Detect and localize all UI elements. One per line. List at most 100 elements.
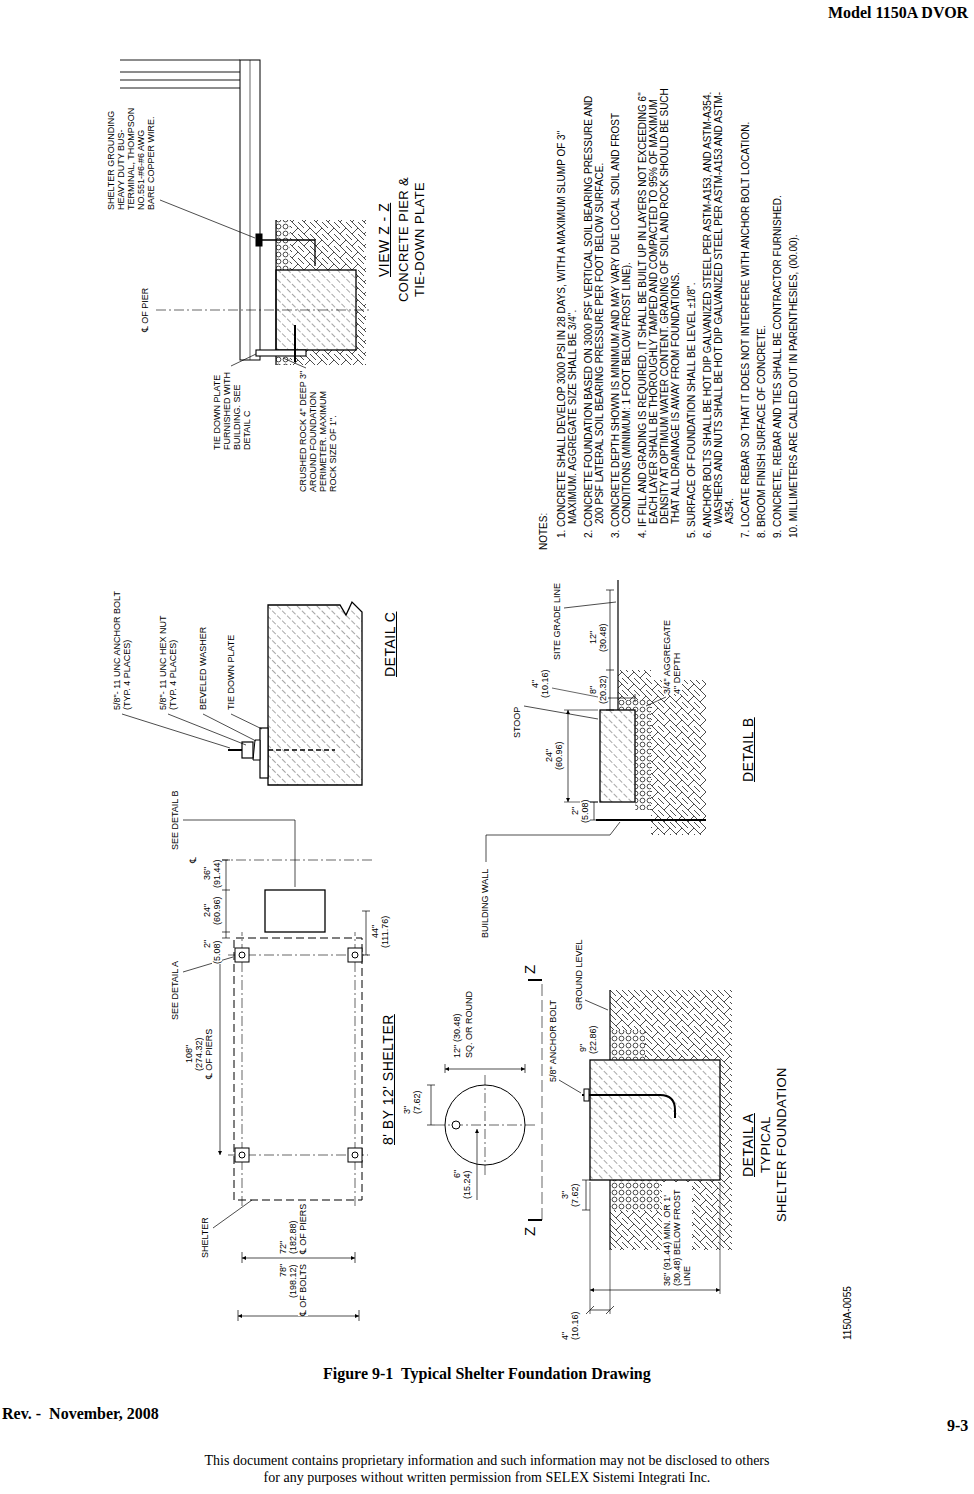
view-z-z-part	[256, 234, 262, 246]
detail-a-pier-part	[477, 1129, 478, 1200]
callout-label: 5/8" ANCHOR BOLT	[548, 1000, 558, 1082]
shelter-plan-part	[352, 952, 358, 958]
detail-b-stoop-part	[617, 580, 618, 710]
callout-label: 5/8"- 11 UNC HEX NUT (TYP. 4 PLACES)	[158, 592, 178, 710]
dimension-label: (5.08)	[580, 799, 590, 823]
note-text: 6. ANCHOR BOLTS SHALL BE HOT DIP GALVANI…	[702, 84, 735, 538]
callout-label: TIE DOWN PLATE FURNISHED WITH BUILDING. …	[212, 368, 252, 450]
view-title: 8' BY 12' SHELTER	[380, 1014, 396, 1145]
callout-label: GROUND LEVEL	[574, 939, 584, 1010]
view-z-z-part	[262, 240, 315, 266]
detail-b-stoop-part	[610, 590, 611, 710]
dimension-label: 6"	[452, 1170, 462, 1178]
detail-b-stoop-part	[618, 700, 635, 710]
detail-a-pier-part	[586, 1306, 614, 1314]
shelter-plan-part	[239, 952, 245, 958]
dimension-label: (60.96)	[554, 741, 564, 770]
view-title: SHELTER FOUNDATION	[774, 1067, 789, 1222]
dimension-label: 8"	[588, 686, 598, 694]
callout-label: BUILDING WALL	[480, 869, 490, 938]
dimension-label: 9"	[578, 1044, 588, 1052]
detail-b-stoop-part	[635, 700, 651, 810]
detail-a-pier-part	[609, 990, 610, 1250]
detail-a-pier-part	[582, 1095, 675, 1118]
note-text: 1. CONCRETE SHALL DEVELOP 3000 PSI IN 28…	[556, 84, 578, 538]
callout-label: STOOP	[512, 707, 522, 738]
detail-c-anchor-part	[228, 749, 242, 751]
detail-a-pier-part	[452, 1121, 460, 1129]
detail-b-stoop-part	[524, 706, 598, 719]
detail-a-pier-part	[610, 990, 732, 1030]
detail-a-pier-part	[542, 980, 543, 1220]
shelter-plan-part	[265, 890, 325, 932]
detail-a-pier-part	[431, 1085, 432, 1125]
dimension-label: 2"	[570, 807, 580, 815]
shelter-plan-part	[348, 948, 362, 962]
callout-label: SEE DETAIL B	[170, 790, 180, 850]
detail-b-stoop-part	[564, 602, 616, 608]
detail-b-stoop-part	[568, 710, 569, 802]
dimension-label: 12"	[588, 631, 598, 644]
note-text: 5. SURFACE OF FOUNDATION SHALL BE LEVEL …	[686, 84, 697, 538]
notes-heading: NOTES:	[538, 513, 549, 550]
view-title: TIE-DOWN PLATE	[412, 182, 427, 297]
detail-a-pier-part	[445, 1064, 525, 1073]
dimension-label: 3"	[560, 1191, 570, 1199]
dimension-label: 3"	[402, 1106, 412, 1114]
detail-c-anchor-part	[253, 740, 260, 760]
detail-b-stoop-part	[596, 819, 706, 821]
view-z-z-part	[275, 220, 276, 365]
detail-b-stoop-part	[594, 802, 595, 820]
dimension-label: 4"	[530, 680, 540, 688]
dimension-label: 72"	[278, 1241, 288, 1254]
detail-a-pier-part	[590, 1290, 720, 1291]
shelter-plan-part	[239, 1152, 245, 1158]
shelter-plan	[183, 820, 372, 1321]
detail-c-anchor-part	[268, 602, 362, 785]
shelter-plan-part	[222, 860, 230, 938]
dimension-label: ℄ OF BOLTS	[298, 1264, 308, 1316]
detail-a-pier-part	[445, 1069, 525, 1070]
note-text: 2. CONCRETE FOUNDATION BASED ON 3000 PSF…	[583, 84, 605, 538]
dimension-label: (5.08)	[212, 940, 222, 964]
dimension-label: ℄ OF PIERS	[298, 1204, 308, 1254]
view-z-z	[120, 60, 372, 368]
dimension-label: (60.96)	[212, 896, 222, 925]
view-z-z-part	[240, 60, 260, 360]
detail-c-anchor-part	[260, 728, 268, 778]
note-text: 4. IF FILL AND GRADING IS REQUIRED, IT S…	[637, 84, 681, 538]
shelter-plan-part	[234, 938, 362, 1200]
detail-b-stoop-part	[651, 680, 706, 835]
view-title: CONCRETE PIER &	[396, 177, 411, 302]
dimension-label: (30.48)	[598, 623, 608, 652]
detail-a-pier-part	[610, 1180, 660, 1210]
detail-b-stoop-part	[646, 697, 666, 706]
shelter-plan-part	[235, 948, 249, 962]
view-title: DETAIL B	[740, 717, 756, 782]
view-z-z-part	[294, 325, 296, 362]
dimension-label: (198.12)	[288, 1264, 298, 1298]
detail-a-pier-part	[427, 1085, 435, 1125]
detail-c-anchor-part	[268, 749, 335, 751]
detail-a-pier-part	[435, 1075, 535, 1175]
detail-a-pier-part	[590, 1310, 610, 1311]
callout-label: SHELTER GROUNDING HEAVY DUTY BUS-TERMINA…	[106, 104, 156, 210]
dimension-label: 78"	[278, 1264, 288, 1277]
note-text: 9. CONCRETE, REBAR AND TIES SHALL BE CON…	[772, 84, 783, 538]
dimension-label: 108"	[184, 1045, 194, 1063]
dimension-label: 36"	[202, 867, 212, 880]
view-title: VIEW Z - Z	[376, 203, 392, 277]
dimension-label: ℄ OF PIERS	[204, 1029, 214, 1079]
view-title: TYPICAL	[758, 1116, 773, 1173]
page-number: 9-3	[947, 1416, 968, 1435]
shelter-plan-part	[242, 1258, 355, 1259]
shelter-plan-part	[362, 911, 370, 955]
callout-label: 3/4" AGGREGATE 4" DEPTH	[662, 614, 682, 694]
view-z-z-part	[256, 350, 306, 356]
dimension-label: (111.76)	[380, 916, 390, 948]
shelter-plan-part	[183, 957, 233, 972]
detail-a-pier-part	[559, 1080, 581, 1093]
shelter-plan-part-part	[242, 932, 243, 1206]
view-title: DETAIL A	[740, 1113, 756, 1177]
dimension-label: 44"	[370, 925, 380, 938]
